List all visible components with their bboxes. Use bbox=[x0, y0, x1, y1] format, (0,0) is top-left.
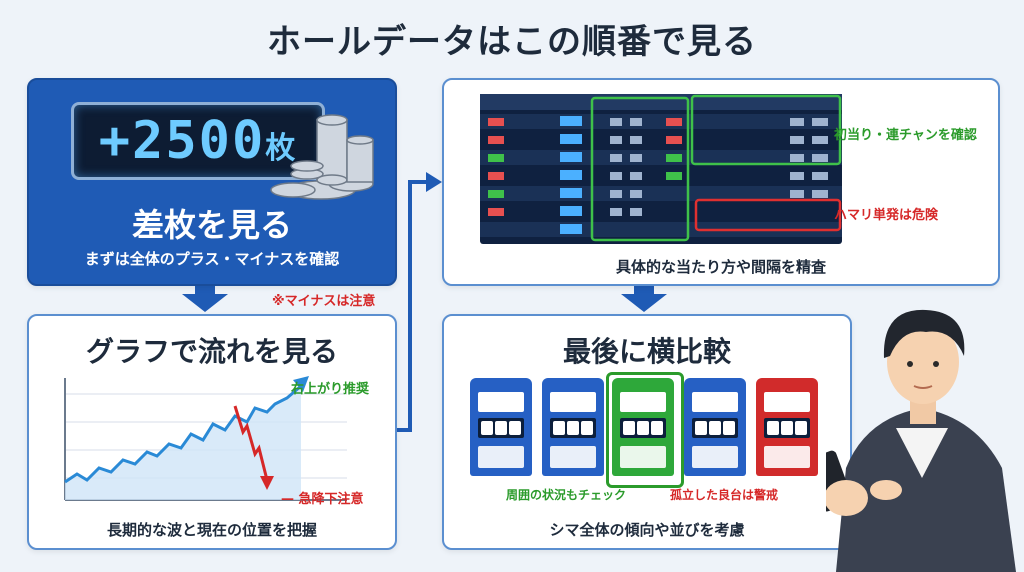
slot-machine-icon bbox=[542, 378, 604, 476]
highlight-green-right bbox=[690, 94, 842, 166]
step-graph-panel: グラフで流れを見る 右上がり推奨 — 急降下注意 長期的な波と現在の位置を把握 bbox=[27, 314, 397, 550]
step-diff-panel: +2500枚 差枚を見る まずは全体のプラス・マイナスを確認 bbox=[27, 78, 397, 286]
counter-unit: 枚 bbox=[265, 131, 298, 166]
graph-area bbox=[65, 386, 301, 500]
graph-line-down bbox=[233, 405, 269, 481]
arrow-connector bbox=[396, 180, 428, 432]
step-compare-panel: 最後に横比較 周囲の状況もチェック 孤立した良台は警戒 シマ全体の傾向や並びを考… bbox=[442, 314, 852, 550]
label-first-hit-check: 初当り・連チャンを確認 bbox=[834, 128, 977, 143]
machine-highlight-box bbox=[606, 372, 684, 488]
hit-history-table bbox=[480, 94, 842, 244]
graph-arrow-down bbox=[260, 476, 274, 490]
slot-machine-icon bbox=[612, 378, 674, 476]
step-compare-subtitle: シマ全体の傾向や並びを考慮 bbox=[549, 521, 745, 539]
label-dry-spell-danger: ハマリ単発は危険 bbox=[834, 208, 939, 223]
highlight-red-right bbox=[694, 198, 842, 232]
step-detail-subtitle: 具体的な当たり方や間隔を精査 bbox=[615, 258, 826, 276]
person-with-phone-illustration bbox=[826, 309, 1016, 572]
step-detail-panel: 初当り・連チャンを確認 ハマリ単発は危険 具体的な当たり方や間隔を精査 bbox=[442, 78, 1000, 286]
step-graph-subtitle: 長期的な波と現在の位置を把握 bbox=[106, 521, 317, 539]
graph-arrow-up bbox=[293, 376, 309, 392]
diff-counter-display: +2500枚 bbox=[71, 102, 325, 180]
graph-line-up bbox=[64, 384, 302, 484]
slump-graph bbox=[64, 376, 347, 501]
minus-warning-note: ※マイナスは注意 bbox=[272, 294, 376, 309]
step-diff-subtitle: まずは全体のプラス・マイナスを確認 bbox=[84, 250, 340, 268]
arrow-right-head bbox=[426, 172, 442, 192]
label-check-neighbors: 周囲の状況もチェック bbox=[506, 488, 627, 502]
slot-machine-icon bbox=[470, 378, 532, 476]
coins-icon bbox=[270, 114, 374, 200]
slot-machine-icon bbox=[684, 378, 746, 476]
counter-value: +2500 bbox=[98, 111, 266, 171]
step-compare-heading: 最後に横比較 bbox=[562, 335, 731, 368]
table-rows-graphic bbox=[480, 94, 842, 242]
label-uptrend: 右上がり推奨 bbox=[291, 382, 370, 397]
arrow-down-1 bbox=[182, 284, 228, 312]
label-isolated-caution: 孤立した良台は警戒 bbox=[670, 488, 779, 502]
highlight-green-col bbox=[590, 96, 690, 242]
arrow-down-2 bbox=[621, 284, 667, 312]
step-graph-heading: グラフで流れを見る bbox=[85, 335, 338, 368]
page-title: ホールデータはこの順番で見る bbox=[267, 22, 757, 62]
slot-machine-icon bbox=[756, 378, 818, 476]
step-diff-heading: 差枚を見る bbox=[131, 206, 292, 244]
label-plunge: — 急降下注意 bbox=[281, 492, 364, 507]
